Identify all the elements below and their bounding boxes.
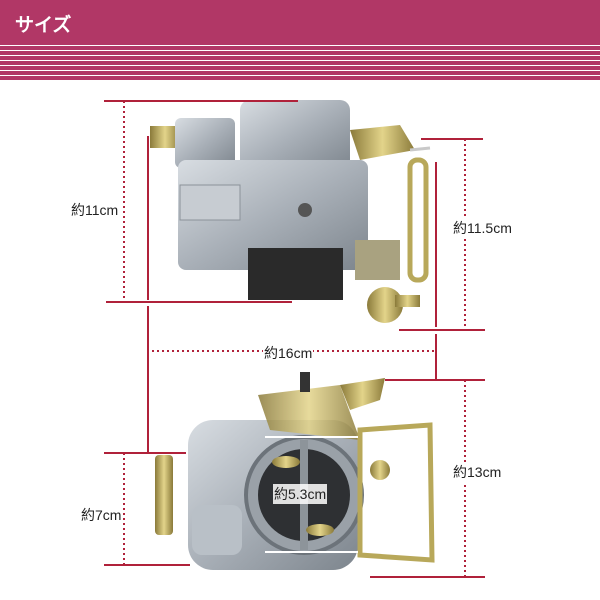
- dimension-width: 約16cm: [263, 343, 314, 363]
- dimension-bottom-right-height: 約13cm: [452, 462, 503, 482]
- dimension-bottom-left-height: 約7cm: [80, 505, 123, 525]
- page-title: サイズ: [15, 15, 72, 36]
- header-banner: サイズ: [0, 0, 600, 45]
- dimension-bore-diameter: 約5.3cm: [273, 484, 328, 504]
- dimension-top-right-height: 約11.5cm: [452, 218, 513, 238]
- carburetor-top-view-image: [155, 372, 435, 570]
- dimension-top-height: 約11cm: [70, 200, 120, 220]
- carburetor-side-view-image: [150, 100, 431, 323]
- header-stripes: [0, 45, 600, 80]
